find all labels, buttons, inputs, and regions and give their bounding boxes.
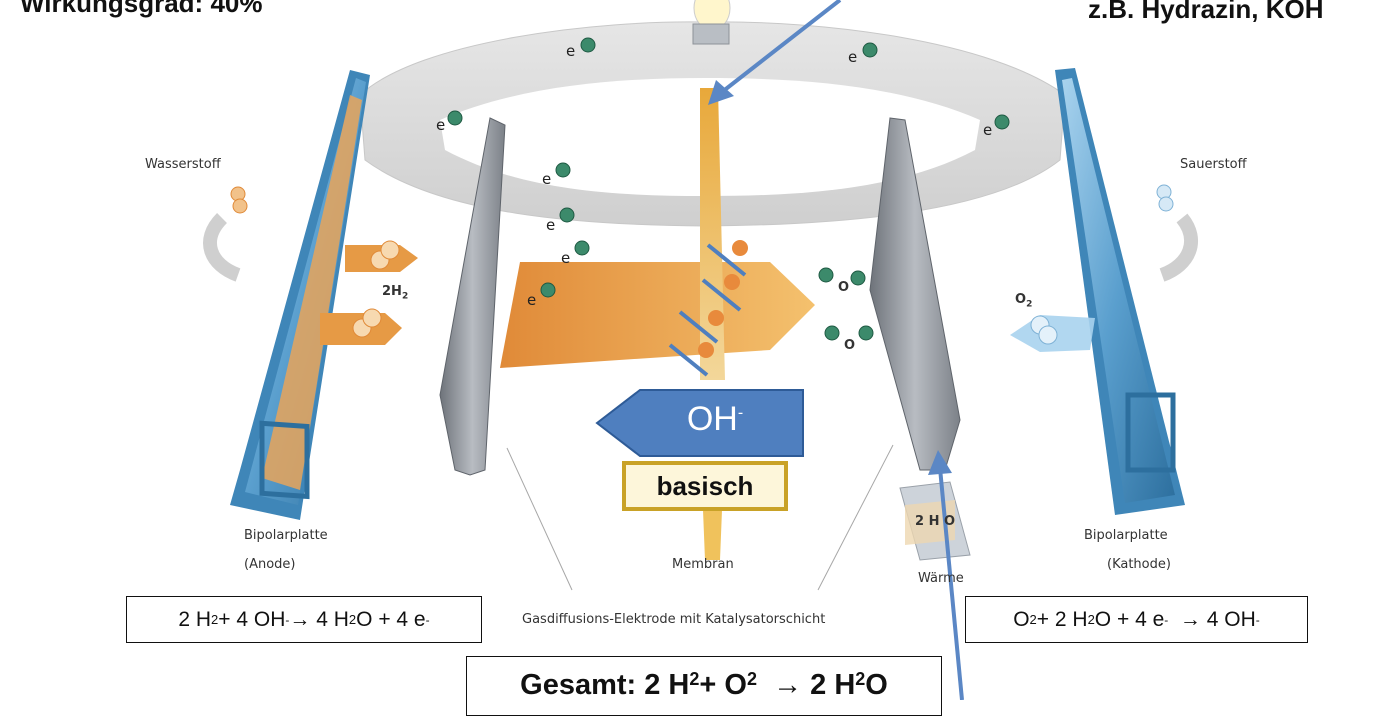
- top-left-fragment: Wirkungsgrad: 40%: [20, 0, 263, 18]
- fuel-cell-diagram: [203, 0, 1198, 700]
- electron-label: e: [561, 249, 571, 267]
- electron-label: e: [436, 116, 446, 134]
- o2-label: O2: [1015, 292, 1033, 310]
- h2-label: 2H2: [382, 284, 409, 302]
- electron-label: e: [546, 216, 556, 234]
- waerme-label: Wärme: [918, 571, 964, 586]
- bipolar-anode-sub: (Anode): [244, 557, 296, 572]
- electron-label: e: [848, 48, 858, 66]
- bipolar-anode-label: Bipolarplatte: [244, 528, 328, 543]
- sauerstoff-label: Sauerstoff: [1180, 157, 1247, 172]
- gasdiffusion-label: Gasdiffusions-Elektrode mit Katalysators…: [522, 612, 826, 627]
- oxygen-ion-label: O: [838, 280, 850, 295]
- electron-label: e: [566, 42, 576, 60]
- bipolar-kathode-sub: (Kathode): [1107, 557, 1171, 572]
- electrolyte-badge: basisch: [622, 461, 788, 511]
- electron-label: e: [983, 121, 993, 139]
- oh-ion-label: OH-: [686, 400, 744, 438]
- electron-label: e: [527, 291, 537, 309]
- membran-label: Membran: [672, 557, 734, 572]
- water-output-label: 2 H O: [915, 514, 956, 529]
- bipolar-kathode-label: Bipolarplatte: [1084, 528, 1168, 543]
- oxygen-ion-label: O: [844, 338, 856, 353]
- top-right-fragment: z.B. Hydrazin, KOH: [1088, 0, 1324, 24]
- wasserstoff-label: Wasserstoff: [145, 157, 221, 172]
- electron-label: e: [542, 170, 552, 188]
